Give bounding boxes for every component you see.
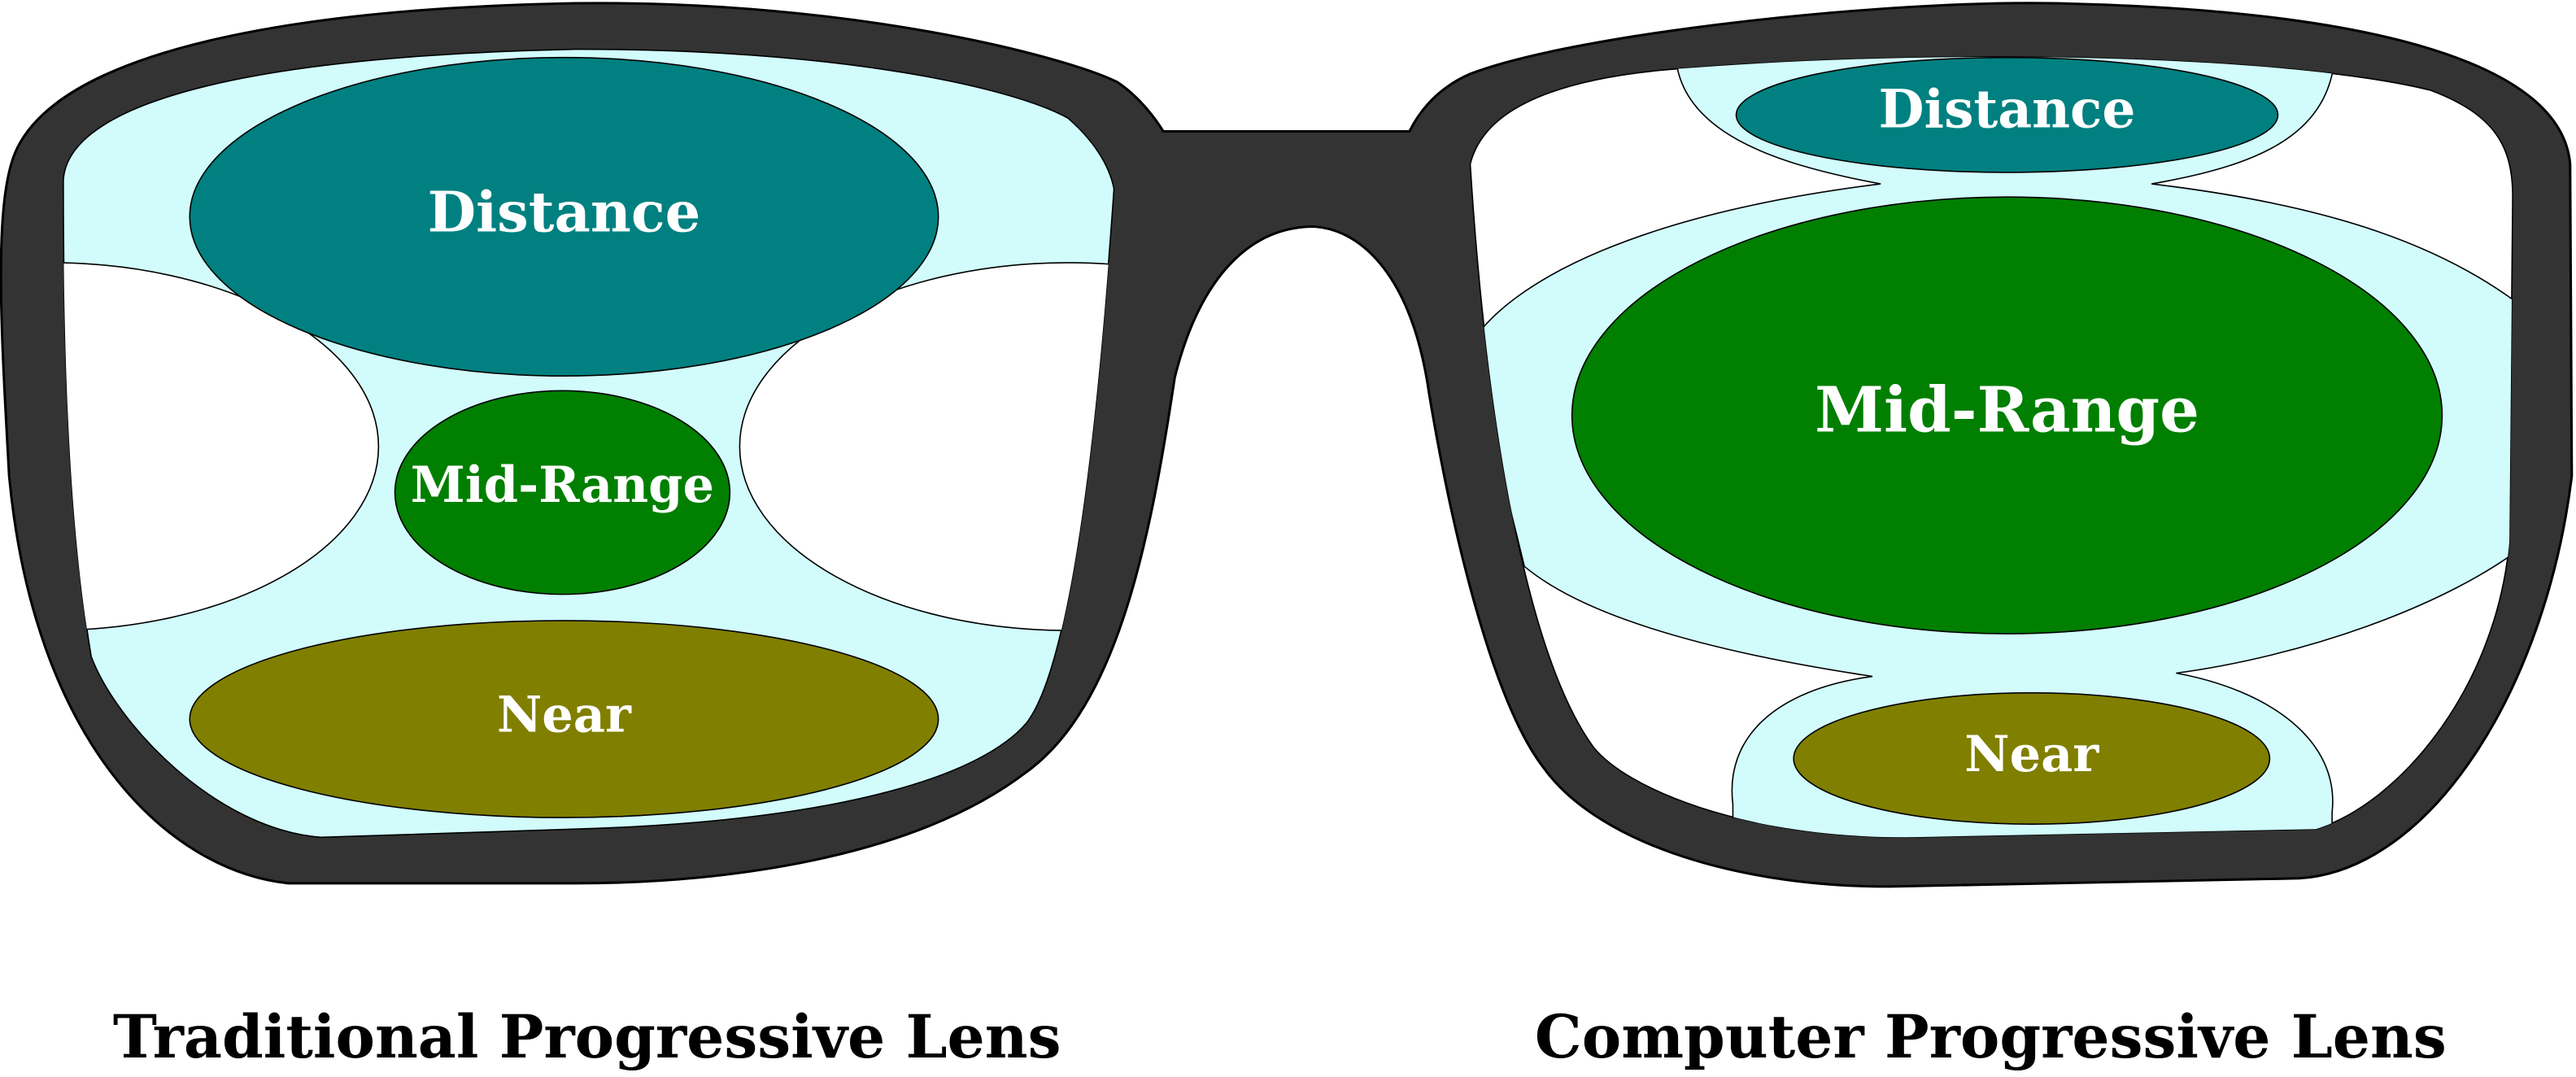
left-near-zone xyxy=(189,620,939,818)
right-near-label: Near xyxy=(1964,726,2099,783)
left-mid-range-zone xyxy=(394,390,731,595)
right-mid-range-zone xyxy=(1571,196,2443,634)
right-lens: Distance Mid-Range Near xyxy=(1469,56,2513,839)
right-distance-zone xyxy=(1735,56,2279,173)
left-lens: Distance Mid-Range Near xyxy=(63,48,1115,839)
right-mid-range-label: Mid-Range xyxy=(1815,374,2199,447)
right-distance-label: Distance xyxy=(1879,78,2136,140)
left-distance-zone xyxy=(189,56,939,377)
left-distance-label: Distance xyxy=(428,180,701,245)
right-near-zone xyxy=(1793,691,2271,825)
left-mid-range-label: Mid-Range xyxy=(411,456,714,514)
left-caption: Traditional Progressive Lens xyxy=(113,1003,1061,1072)
left-near-label: Near xyxy=(497,687,632,744)
left-blur-zone-left xyxy=(63,262,380,631)
right-caption: Computer Progressive Lens xyxy=(1535,1003,2447,1072)
